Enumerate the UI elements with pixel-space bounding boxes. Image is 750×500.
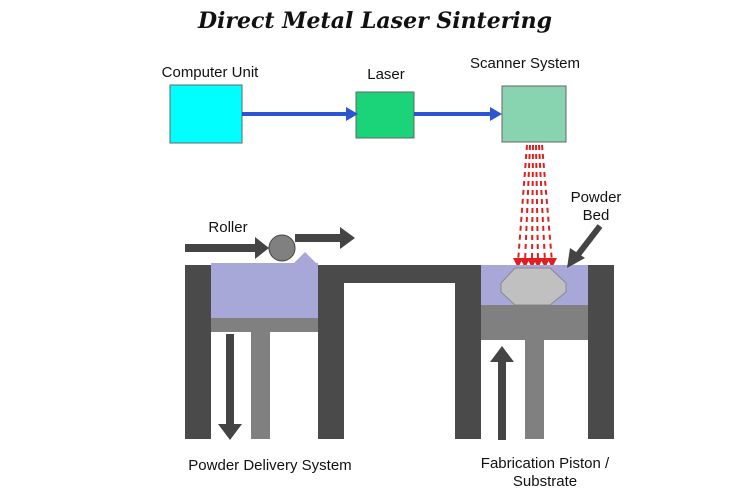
laser-box — [355, 91, 415, 139]
delivery-powder — [211, 263, 318, 318]
computer-to-laser-arrow — [242, 107, 358, 121]
fabrication-piston-label-line2: Substrate — [512, 473, 578, 490]
powder-bed-label-line1: Powder — [570, 189, 622, 206]
machine-frame — [185, 265, 614, 439]
fabrication-piston-label-line1: Fabrication Piston / — [480, 455, 610, 472]
fabrication-piston-rod — [525, 340, 544, 439]
scanner-system-label: Scanner System — [469, 55, 581, 72]
delivery-piston-plate — [211, 318, 318, 332]
powder-heap — [292, 252, 318, 265]
powder-bed-pointer — [567, 224, 603, 268]
roller-label: Roller — [208, 219, 248, 236]
roller-left-arrow — [185, 237, 269, 259]
scanner-system-box — [501, 85, 567, 143]
powder-delivery-system-label: Powder Delivery System — [188, 457, 352, 474]
laser-label: Laser — [367, 66, 405, 83]
computer-unit-box — [169, 84, 243, 144]
laser-beam — [517, 144, 553, 263]
roller-right-arrow — [295, 227, 355, 249]
delivery-down-arrow — [218, 334, 242, 440]
fabrication-up-arrow — [490, 346, 514, 440]
powder-bed-label-line2: Bed — [582, 207, 610, 224]
laser-beam-heads — [513, 258, 557, 268]
diagram-title: Direct Metal Laser Sintering — [197, 8, 553, 34]
roller — [268, 234, 296, 262]
delivery-piston-rod — [251, 332, 270, 439]
sintered-part — [500, 267, 567, 306]
computer-unit-label: Computer Unit — [161, 64, 259, 81]
fabrication-piston-plate — [481, 305, 588, 340]
laser-to-scanner-arrow — [414, 107, 502, 121]
